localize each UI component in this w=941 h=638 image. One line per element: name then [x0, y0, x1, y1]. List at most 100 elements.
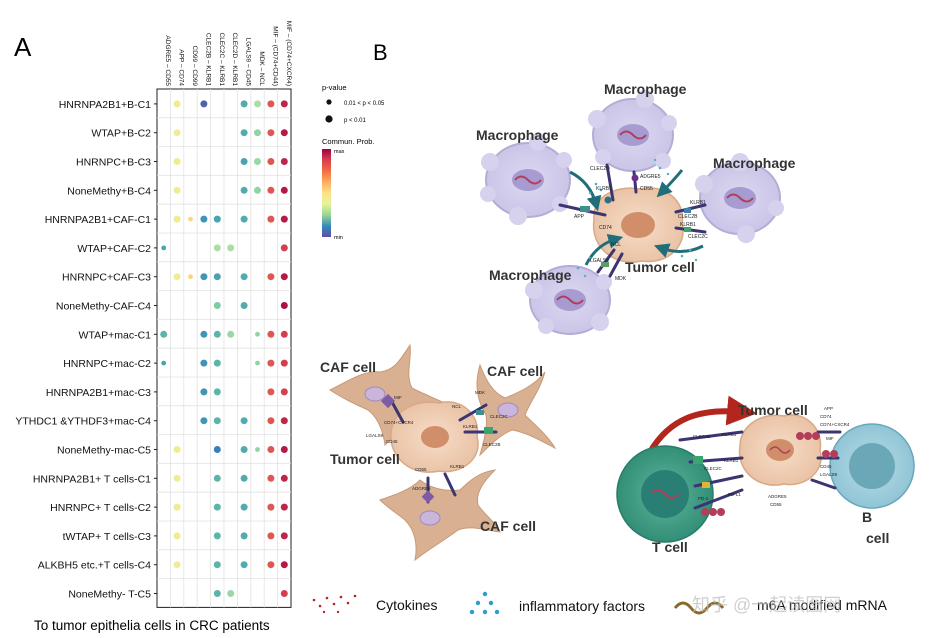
- tumor-cell-icon: [390, 401, 479, 473]
- bubble-point: [173, 474, 181, 482]
- bubble-point: [200, 417, 208, 425]
- bubble-point: [254, 129, 261, 137]
- bubble-point: [267, 474, 275, 482]
- bubble-point: [280, 129, 288, 137]
- caf-receptor-icons: [380, 393, 493, 504]
- gene-label: APP: [824, 406, 833, 411]
- bubble-point: [213, 273, 221, 281]
- bubble-point: [280, 330, 288, 338]
- legend-inflammatory: inflammatory factors: [519, 598, 645, 614]
- bubble-point: [267, 158, 275, 165]
- gene-label: CD74+CXCR4: [384, 420, 414, 425]
- bubble-point: [213, 590, 221, 597]
- b-cell-label-2: cell: [866, 530, 889, 546]
- bubble-point: [200, 359, 208, 367]
- bubble-point: [240, 503, 248, 511]
- gene-label: CD45: [386, 439, 398, 444]
- gene-label: CD55: [770, 502, 782, 507]
- bubble-point: [200, 388, 208, 396]
- row-label: HNRNPC+CAF-C3: [62, 272, 151, 284]
- tumor-cell-label-left: Tumor cell: [330, 451, 400, 467]
- column-label: CLEC2B – KLRB1: [204, 33, 211, 86]
- bubble-point: [240, 561, 248, 569]
- panel-a-caption: To tumor epithelia cells in CRC patients: [34, 618, 270, 633]
- bubble-point: [280, 215, 288, 223]
- left-gene-labels: MIF CD74+CXCR4 CD45 LGALS9 MDK NCL CLEC2…: [366, 390, 509, 491]
- gene-label: MDK: [615, 276, 627, 282]
- legend-cytokines: Cytokines: [376, 597, 437, 613]
- interaction-arrows: [569, 169, 704, 266]
- panel-b-label: B: [373, 40, 388, 65]
- bubble-point: [267, 129, 275, 137]
- bubble-point: [240, 417, 248, 425]
- row-labels: HNRNPA2B1+B-C1WTAP+B-C2HNRNPC+B-C3NoneMe…: [15, 99, 157, 601]
- bubble-point: [160, 330, 168, 338]
- column-label: MIF – (CD74+CD44): [271, 26, 278, 86]
- watermark: 知乎 @一起读图网: [692, 595, 841, 615]
- bubble-point: [173, 273, 181, 281]
- pvalue-legend-item-1: 0.01 < p < 0.05: [344, 101, 385, 107]
- gene-label: KLRB1: [722, 432, 737, 437]
- macrophage-label-2: Macrophage: [604, 81, 687, 97]
- bubble-point: [267, 186, 275, 194]
- bubble-point: [188, 216, 193, 222]
- gene-label: CD45: [820, 464, 832, 469]
- row-label: HNRNPA2B1+mac-C3: [46, 387, 151, 399]
- bubble-point: [280, 186, 288, 194]
- gene-label: KLRB1: [450, 464, 465, 469]
- column-label: MIF – (CD74+CXCR4): [285, 21, 292, 86]
- bubble-point: [240, 100, 248, 108]
- bubble-point: [267, 100, 275, 108]
- bubble-point: [280, 100, 288, 108]
- t-cell-label: T cell: [652, 539, 688, 555]
- macrophage-diagram: Macrophage Macrophage Macrophage Macroph…: [476, 81, 796, 335]
- gene-label: MDK: [475, 390, 485, 395]
- row-label: NoneMethy-CAF-C4: [56, 301, 151, 313]
- gene-label: NCL: [452, 404, 461, 409]
- gene-label: LGALS9: [366, 433, 384, 438]
- row-label: WTAP+mac-C1: [79, 329, 152, 341]
- tumor-cell-label-top: Tumor cell: [625, 259, 695, 275]
- bubble-point: [213, 503, 221, 511]
- row-label: HNRNPC+mac-C2: [63, 358, 151, 370]
- macrophage-cell-icon: [695, 153, 784, 243]
- gene-label: ADGRE5: [412, 486, 431, 491]
- mrna-icon: [673, 601, 725, 615]
- column-label: CLEC2D – KLRB1: [231, 33, 238, 87]
- gene-label: NCL: [611, 242, 621, 248]
- column-label: MDK – NCL: [258, 51, 265, 86]
- b-cell-label-1: B: [862, 509, 872, 525]
- bubble-point: [200, 215, 208, 223]
- caf-label-2: CAF cell: [487, 363, 543, 379]
- column-label: CLEC2C – KLRB1: [218, 33, 225, 87]
- colorbar-min-label: min: [334, 235, 343, 241]
- bubble-point: [200, 273, 208, 281]
- gene-label: KLRB1: [463, 424, 478, 429]
- receptor-icons: [580, 174, 691, 267]
- gene-label: CLEC2D: [590, 166, 610, 172]
- row-label: ALKBH5 etc.+T cells-C4: [38, 560, 151, 572]
- bubble-point: [213, 474, 221, 482]
- bubble-point: [213, 359, 221, 367]
- bubble-point: [240, 532, 248, 540]
- bubble-point: [280, 388, 288, 396]
- bubble-point: [240, 302, 248, 309]
- bubble-point: [161, 360, 167, 366]
- gene-label: KLRB1: [690, 200, 706, 206]
- bubble-point: [267, 417, 275, 425]
- macrophage-cell-icon: [480, 133, 572, 225]
- bubble-point: [240, 186, 248, 194]
- gene-label: CLEC2B: [693, 434, 711, 439]
- column-label: APP – CD74: [178, 49, 185, 86]
- bubble-point: [173, 158, 181, 165]
- panel-b: B: [312, 40, 915, 615]
- bubble-point: [213, 417, 221, 425]
- bubble-point: [227, 590, 235, 597]
- colorbar-max-label: max: [334, 149, 345, 155]
- bubble-point: [173, 561, 181, 569]
- gene-label: MIF: [826, 436, 834, 441]
- inflammatory-factors-icon: [469, 591, 500, 615]
- gene-label: KLRB1: [596, 186, 612, 192]
